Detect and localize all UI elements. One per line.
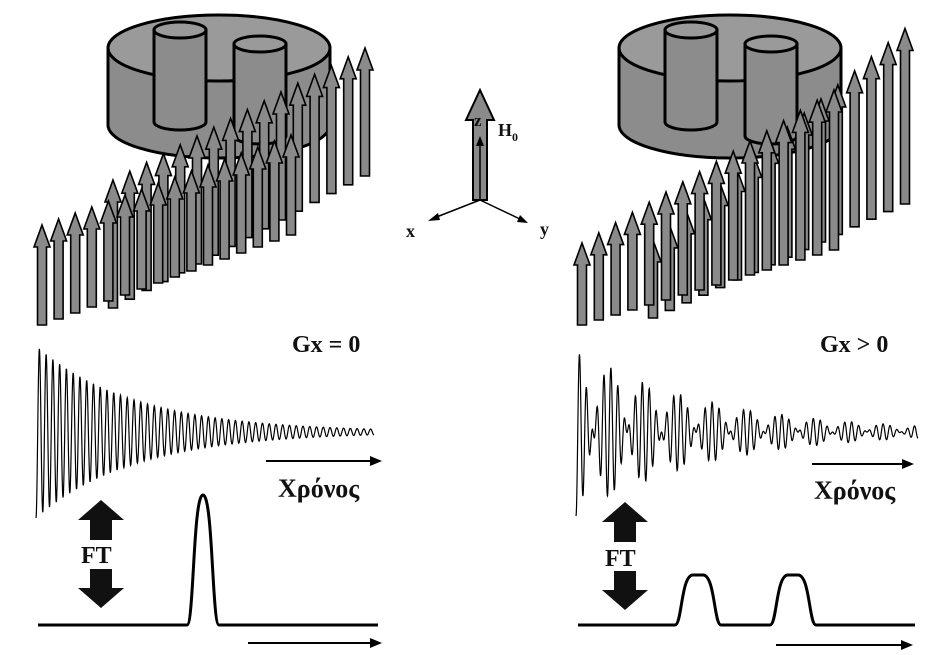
right-fid-signal: [575, 354, 919, 517]
spin-arrow: [355, 45, 375, 177]
spin-arrow: [606, 220, 625, 316]
left-ft-label: FT: [81, 543, 112, 569]
spin-arrow: [673, 179, 692, 296]
h0-label: H0: [498, 120, 518, 144]
spin-arrow: [248, 144, 267, 248]
spin-arrow: [623, 210, 642, 311]
y-axis-label: y: [540, 219, 549, 239]
spin-arrow: [791, 108, 810, 261]
spin-arrow: [66, 210, 85, 314]
right-time-arrow: [812, 459, 914, 469]
right-phantom: [617, 13, 843, 160]
right-spin-arrows: [572, 26, 915, 326]
spin-arrow: [808, 97, 827, 256]
h0-subscript: 0: [512, 130, 518, 144]
spin-arrow: [232, 150, 251, 254]
spin-arrow: [879, 40, 898, 213]
right-spectrum: [578, 573, 915, 627]
left-time-arrow: [266, 456, 382, 466]
z-axis-label: z: [474, 111, 482, 130]
spin-arrow: [640, 199, 659, 306]
spin-arrow: [724, 148, 743, 281]
spin-arrow: [656, 189, 676, 301]
left-panel: Gx = 0 Χρόνος FT: [32, 13, 382, 648]
left-spin-arrows: [32, 45, 375, 326]
spin-arrow: [132, 186, 151, 290]
spin-arrow: [165, 174, 184, 278]
spin-arrow: [862, 54, 881, 220]
left-spectrum: [38, 493, 378, 627]
spin-arrow: [49, 216, 68, 320]
spin-arrow: [339, 54, 358, 186]
left-time-label: Χρόνος: [278, 474, 360, 503]
x-axis-label: x: [406, 221, 415, 241]
spin-arrow: [845, 68, 864, 228]
right-panel: Gx > 0 Χρόνος FT: [572, 13, 919, 650]
spin-arrow: [99, 198, 118, 302]
spin-arrow: [182, 168, 201, 272]
h0-field-symbol: H: [498, 120, 512, 140]
spin-arrow: [215, 156, 234, 260]
spin-arrow: [707, 159, 726, 286]
right-gradient-label: Gx > 0: [820, 332, 888, 358]
left-gradient-label: Gx = 0: [292, 332, 360, 358]
spin-arrow: [322, 63, 341, 195]
spin-arrow: [281, 132, 301, 236]
right-time-label: Χρόνος: [814, 476, 896, 505]
spin-arrow: [757, 128, 776, 271]
right-frequency-arrow: [776, 640, 913, 650]
right-ft-label: FT: [605, 546, 636, 572]
coordinate-axes: z x y H0: [406, 87, 549, 241]
spin-arrow: [824, 87, 844, 251]
spin-arrow: [589, 230, 608, 321]
left-frequency-arrow: [248, 638, 382, 648]
spin-arrow: [572, 240, 592, 326]
right-ft-arrow: [602, 502, 648, 610]
spin-arrow: [740, 138, 760, 276]
spin-arrow: [305, 72, 324, 204]
spin-arrow: [115, 192, 135, 296]
spin-arrow: [149, 180, 168, 284]
spin-arrow: [265, 138, 284, 242]
spin-arrow: [895, 26, 915, 205]
spin-arrow: [690, 169, 709, 291]
left-ft-arrow: [78, 500, 124, 608]
spin-arrow: [774, 118, 793, 266]
left-fid-signal: [35, 348, 375, 519]
spin-arrow: [198, 162, 218, 266]
spin-arrow: [32, 222, 52, 326]
spin-arrow: [82, 204, 101, 308]
